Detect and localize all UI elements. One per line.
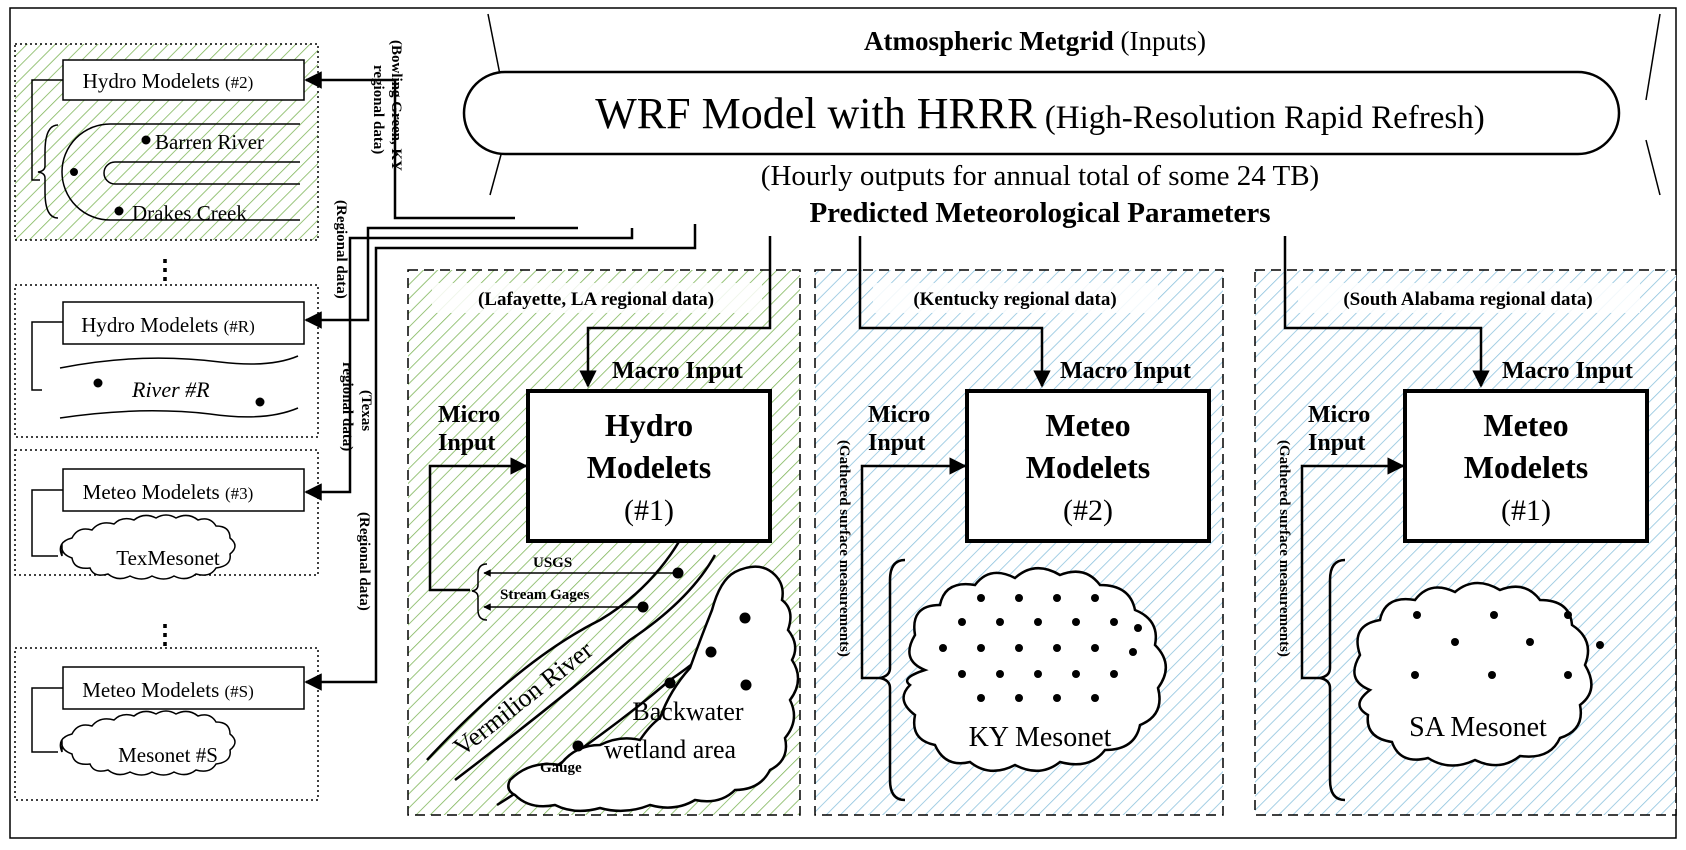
sa-mesonet-cloud-icon [1353,581,1593,767]
kentucky-region-label: (Kentucky regional data) [913,289,1116,310]
left-connectors [304,71,697,691]
meteo-modelets-sa-box [1403,389,1649,543]
south-alabama-brace-icon [1319,558,1346,802]
mesonet-s-cloud-icon [59,710,236,776]
meteo-modelets-sa-title2: Modelets [1464,449,1588,485]
wetland-area-label: wetland area [604,735,737,764]
regional-data-s-label: (Regional data) [356,512,372,611]
vermilion-bank-west [426,539,682,761]
hydro-modelets-2-title: Hydro Modelets (#2) [83,69,254,93]
ellipsis-2: ⋮ [152,620,178,649]
south-alabama-input-label: Input [1308,430,1365,456]
south-alabama-macro-input: Macro Input [1502,358,1633,384]
predicted-parameters-label: Predicted Meteorological Parameters [809,197,1270,229]
bowling-green-label-2: regional data) [370,65,386,154]
south-alabama-micro-label: Micro [1308,402,1370,428]
river-r-lower-bank [59,407,299,419]
texmesonet-cloud-icon [59,514,236,580]
ellipsis-1: ⋮ [152,255,178,284]
wrf-model-label: WRF Model with HRRR (High-Resolution Rap… [595,89,1484,138]
metgrid-label: Atmospheric Metgrid (Inputs) [864,26,1206,56]
texas-label-1: (Texas [358,390,374,431]
usgs-label: USGS [533,555,572,571]
gauge-label: Gauge [540,760,582,776]
river-r-label: River #R [131,377,210,402]
drakes-creek-label: Drakes Creek [132,201,247,225]
texmesonet-label: TexMesonet [116,546,220,570]
vermilion-bank-mid [454,554,717,781]
kentucky-macro-input: Macro Input [1060,358,1191,384]
panel-south-alabama: (South Alabama regional data) Macro Inpu… [1254,236,1677,816]
meteo-modelets-3-title: Meteo Modelets (#3) [83,480,254,504]
hydro-modelets-1-title2: Modelets [587,449,711,485]
kentucky-brace-icon [879,558,906,802]
river-outer-bank [61,123,300,221]
ky-mesonet-cloud-icon [902,567,1167,772]
mesonet-s-label: Mesonet #S [118,743,218,767]
sa-mesonet-label: SA Mesonet [1409,712,1547,743]
river-r-upper-bank [59,355,299,369]
hydro-modelets-1-box [526,389,772,543]
regional-data-r-label: (Regional data) [333,200,349,299]
panel-kentucky: (Kentucky regional data) Macro Input Mic… [814,236,1224,816]
wrf-header: Atmospheric Metgrid (Inputs) WRF Model w… [462,13,1661,229]
river-inner-bank [103,161,300,185]
backwater-label: Backwater [632,697,744,726]
meteo-modelets-ky-tag: (#2) [1063,494,1113,527]
panel-lafayette: (Lafayette, LA regional data) Macro Inpu… [407,236,801,816]
stream-gages-label: Stream Gages [500,587,589,603]
meteo-modelets-ky-title1: Meteo [1045,407,1130,443]
lafayette-region-label: (Lafayette, LA regional data) [478,289,714,310]
meteo-modelets-sa-title1: Meteo [1483,407,1568,443]
lafayette-micro-label: Micro [438,402,500,428]
south-alabama-gathered-label: (Gathered surface measurements) [1276,440,1292,657]
wrf-model-pill [462,70,1621,156]
texas-label-2: regional data) [339,362,355,451]
meteo-modelets-ky-title2: Modelets [1026,449,1150,485]
barren-river-label: Barren River [155,130,264,154]
hourly-outputs-label: (Hourly outputs for annual total of some… [761,160,1319,192]
meteo-modelets-s-title: Meteo Modelets (#S) [82,678,254,702]
kentucky-gathered-label: (Gathered surface measurements) [836,440,852,657]
brace-icon [37,124,59,219]
bowling-green-label-1: (Bowling Green, KY [388,40,404,171]
hydro-modelets-1-tag: (#1) [624,494,674,527]
hydro-modelets-r-box [62,301,305,345]
south-alabama-region-label: (South Alabama regional data) [1343,289,1592,310]
lafayette-macro-input: Macro Input [612,358,743,384]
hydro-modelets-1-title1: Hydro [605,407,693,443]
hydro-modelets-2-box [62,59,305,101]
lafayette-input-label: Input [438,430,495,456]
kentucky-input-label: Input [868,430,925,456]
kentucky-micro-label: Micro [868,402,930,428]
meteo-modelets-sa-tag: (#1) [1501,494,1551,527]
ky-mesonet-label: KY Mesonet [969,722,1112,753]
meteo-modelets-ky-box [965,389,1211,543]
left-panel: Hydro Modelets (#2) Barren River Drakes … [14,43,319,801]
gages-brace-icon [471,563,488,621]
meteo-modelets-s-box [62,666,305,710]
hydro-modelets-r-title: Hydro Modelets (#R) [81,313,255,337]
